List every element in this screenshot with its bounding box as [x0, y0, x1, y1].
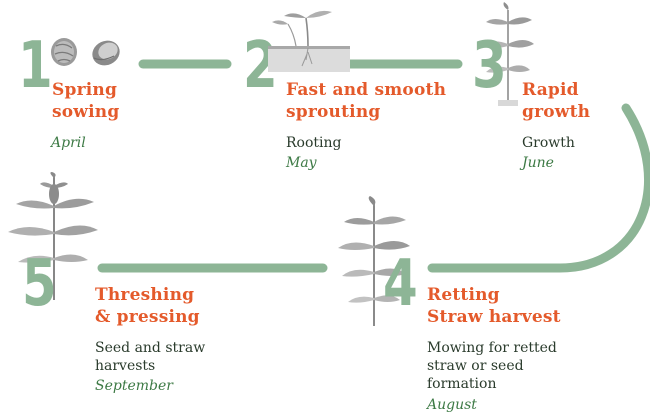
stage-5-description-line-2: harvests: [95, 358, 156, 374]
stage-5-description-line-1: Seed and straw: [95, 340, 206, 356]
stage-2-description-line-1: Rooting: [286, 135, 342, 151]
stage-1-month: April: [51, 135, 86, 151]
stage-3-title-line-2: growth: [522, 102, 591, 122]
stage-3-month: June: [522, 155, 554, 171]
stage-3-description-line-1: Growth: [522, 135, 575, 151]
stage-4-title-line-1: Retting: [427, 285, 500, 305]
stage-5-title-line-1: Threshing: [95, 285, 195, 305]
stage-1-number: 1: [18, 29, 53, 103]
stage-4-description-line-3: formation: [427, 376, 497, 392]
stage-1-title-line-1: Spring: [52, 80, 118, 100]
stage-3-title-line-1: Rapid: [522, 80, 579, 100]
stage-5-title-line-2: & pressing: [95, 307, 200, 327]
stage-4-description-line-2: straw or seed: [427, 358, 524, 374]
stage-4-description-line-1: Mowing for retted: [427, 340, 557, 356]
stage-5-month: September: [95, 378, 173, 394]
stage-2-month: May: [286, 155, 317, 171]
stage-2-title-line-2: sprouting: [286, 102, 381, 122]
stage-4-month: August: [427, 397, 477, 413]
young-plant-icon: [482, 2, 534, 106]
connector-3-4: [427, 103, 650, 273]
seed-icon: [51, 38, 120, 66]
stage-2-title-line-1: Fast and smooth: [286, 80, 447, 100]
stage-3-number: 3: [472, 29, 507, 103]
mature-plant-icon: [8, 172, 98, 300]
stage-4-number: 4: [383, 247, 418, 321]
stage-4-title-line-2: Straw harvest: [427, 307, 561, 327]
tall-plant-icon: [338, 196, 410, 326]
stage-1-title-line-2: sowing: [52, 102, 120, 122]
sprout-icon: [268, 10, 350, 72]
stage-5-number: 5: [22, 247, 57, 321]
